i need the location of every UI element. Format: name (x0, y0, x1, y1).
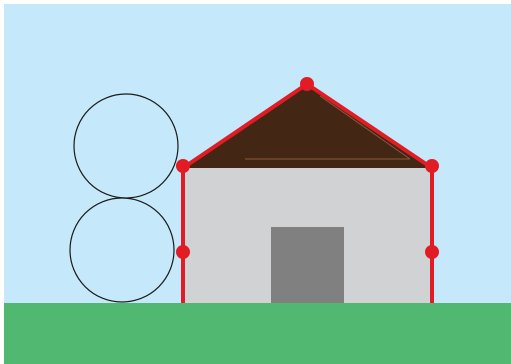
vertex-left-eave[interactable] (176, 159, 190, 173)
door (271, 227, 344, 308)
vertex-right-eave[interactable] (425, 159, 439, 173)
ground (4, 303, 511, 364)
vertex-right-wall-mid[interactable] (425, 245, 439, 259)
vertex-left-wall-mid[interactable] (176, 245, 190, 259)
vertex-peak[interactable] (300, 77, 314, 91)
